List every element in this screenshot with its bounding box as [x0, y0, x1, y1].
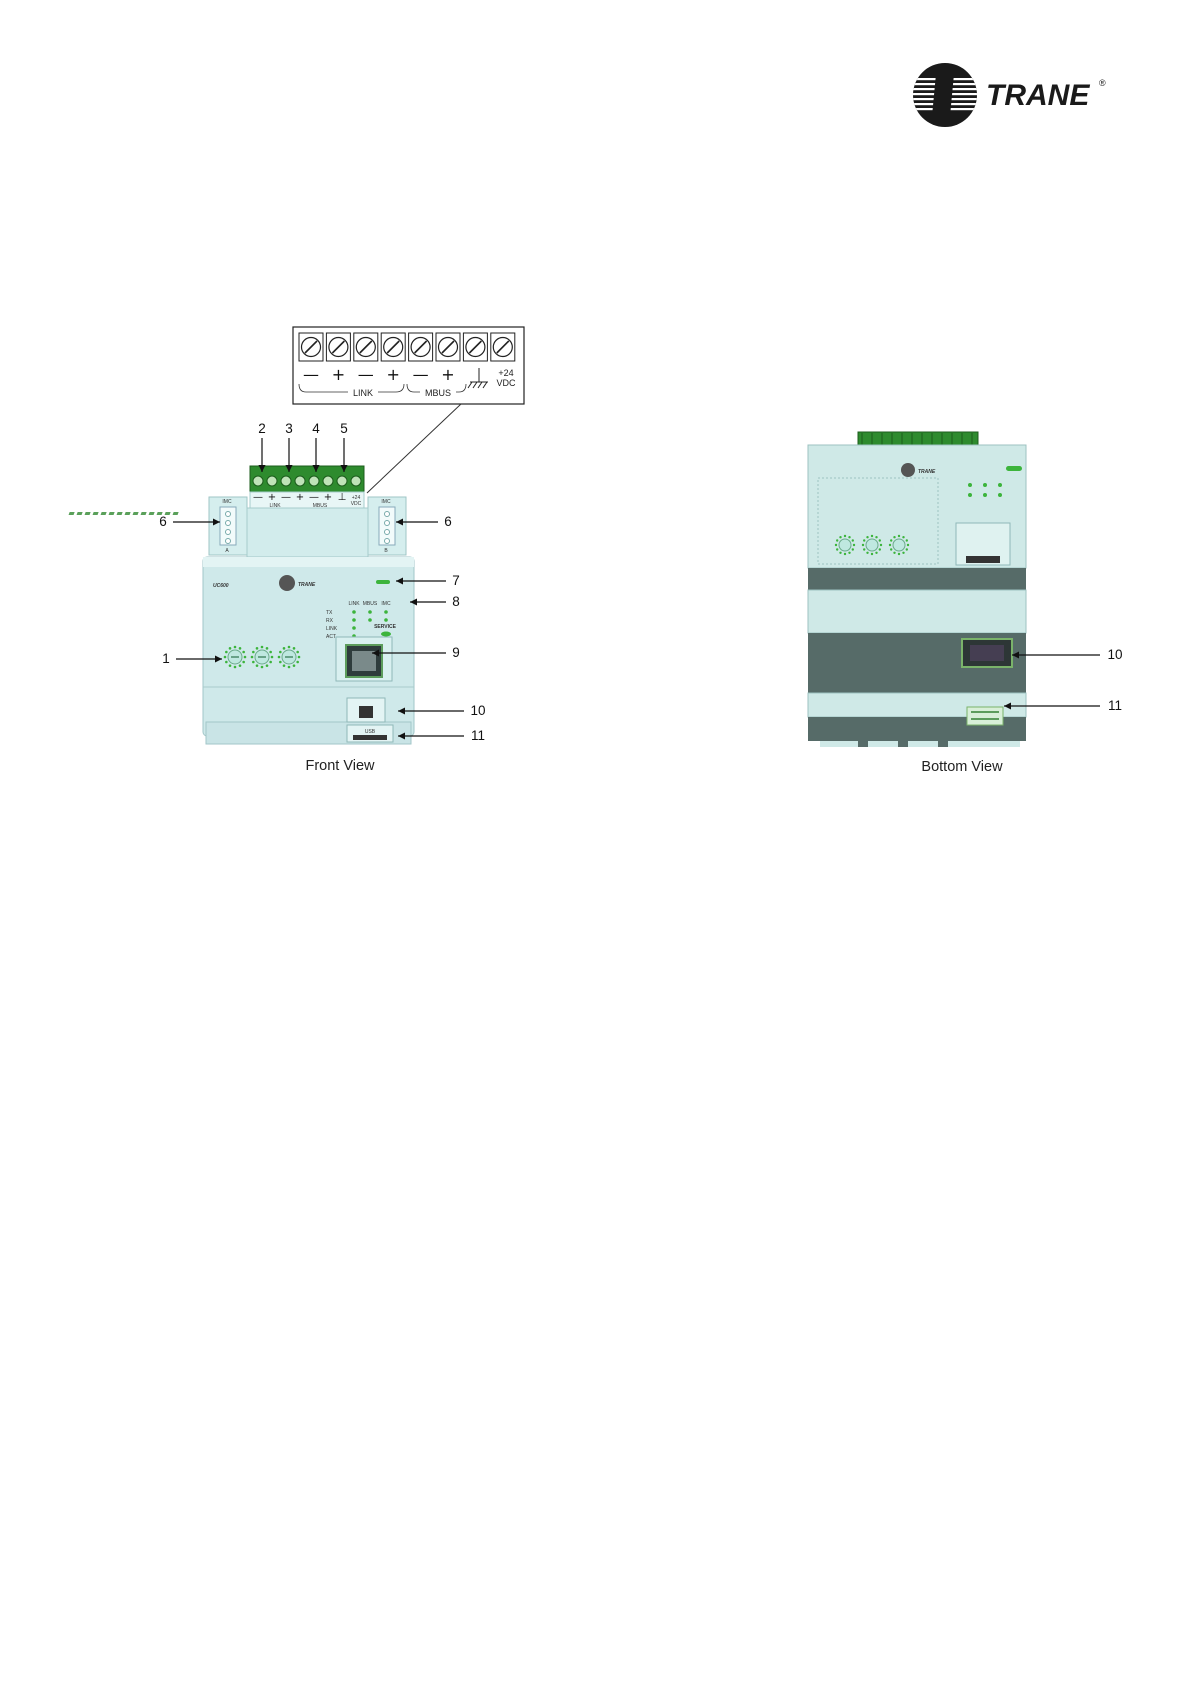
front-brand-text: TRANE — [298, 582, 316, 588]
port-10-socket — [359, 706, 373, 718]
bottom-view-caption: Bottom View — [921, 759, 1003, 775]
imc-label-b: IMC — [381, 499, 391, 505]
front-terminal-sign-1: — — [253, 492, 263, 503]
bottom-led — [983, 483, 987, 487]
front-view-caption: Front View — [305, 758, 375, 774]
led-indicator — [384, 610, 388, 614]
callout-arrow-3 — [286, 438, 293, 472]
front-terminal-sign-5: — — [309, 492, 319, 503]
front-terminal-sign-4: + — [296, 492, 304, 503]
callout-arrow-2 — [259, 438, 266, 472]
front-view-device: IMC IMC A B —+—+—+⊥ LINK MBUS +24 VDC TR… — [69, 466, 414, 744]
callout-label-7: 7 — [452, 573, 460, 588]
inset-leader-line — [367, 404, 461, 493]
usb-port-socket — [353, 735, 387, 740]
callout-arrow-5 — [341, 438, 348, 472]
led-indicator — [368, 618, 372, 622]
front-terminal-screw-5 — [309, 476, 319, 486]
led-row-label-1: TX — [326, 610, 333, 616]
inset-sign-4: + — [386, 365, 399, 384]
inset-vdc-bottom: VDC — [496, 378, 516, 388]
callout-label-9: 9 — [452, 645, 460, 660]
bottom-terminal-block — [858, 432, 978, 446]
inset-label-mbus: MBUS — [425, 388, 451, 398]
callout-label-8: 8 — [452, 594, 460, 609]
inset-sign-6: + — [441, 365, 454, 384]
bottom-mid-body — [808, 590, 1026, 633]
led-indicator — [352, 618, 356, 622]
led-column-labels: LINKMBUSIMC — [348, 601, 391, 607]
bottom-brand-text: TRANE — [918, 469, 936, 475]
front-terminal-vdc-label-bottom: VDC — [351, 501, 362, 507]
front-terminal-mbus-label: MBUS — [313, 503, 328, 509]
bottom-usb-port — [967, 707, 1003, 725]
callout-label-2: 2 — [258, 421, 266, 436]
front-terminal-sign-6: + — [324, 492, 332, 503]
bottom-callout-label-10: 10 — [1107, 647, 1122, 662]
bottom-led — [968, 493, 972, 497]
imc-label-a: IMC — [222, 499, 232, 505]
front-device-model: UC600 — [213, 583, 229, 589]
inset-sign-2: + — [332, 365, 345, 384]
bottom-status-led — [1006, 466, 1022, 471]
callout-label-6-left: 6 — [159, 514, 167, 529]
led-column-label-2: MBUS — [363, 601, 378, 607]
led-indicator — [352, 626, 356, 630]
bottom-view-device: TRANE — [808, 432, 1026, 747]
front-terminal-screw-8 — [351, 476, 361, 486]
bottom-led — [998, 493, 1002, 497]
front-terminal-screw-7 — [337, 476, 347, 486]
callout-arrow-1 — [176, 656, 222, 663]
callout-label-10: 10 — [470, 703, 485, 718]
bottom-dark-band-1 — [808, 568, 1026, 590]
inset-sign-3: — — [358, 365, 374, 384]
front-brand-badge — [279, 575, 295, 591]
status-led — [376, 580, 390, 584]
front-terminal-screw-4 — [295, 476, 305, 486]
led-indicator — [368, 610, 372, 614]
bottom-brand-badge — [901, 463, 915, 477]
front-terminal-sign-2: + — [268, 492, 276, 503]
led-indicator — [352, 610, 356, 614]
inset-vdc-top: +24 — [498, 368, 513, 378]
front-terminal-link-label: LINK — [269, 503, 281, 509]
callout-label-11: 11 — [471, 728, 485, 743]
service-led — [381, 632, 391, 637]
callout-arrow-6-right — [396, 519, 438, 526]
callout-label-3: 3 — [285, 421, 293, 436]
usb-label: USB — [365, 729, 376, 735]
inset-label-link: LINK — [353, 388, 373, 398]
led-column-label-1: LINK — [348, 601, 360, 607]
callout-arrow-8 — [410, 599, 446, 606]
bottom-led — [983, 493, 987, 497]
front-terminal-screw-3 — [281, 476, 291, 486]
led-row-label-2: RX — [326, 618, 334, 624]
callout-label-6-right: 6 — [444, 514, 452, 529]
led-row-label-3: LINK — [326, 626, 338, 632]
inset-sign-5: — — [413, 365, 429, 384]
front-terminal-screw-1 — [253, 476, 263, 486]
led-column-label-3: IMC — [381, 601, 391, 607]
front-terminal-sign-3: — — [281, 492, 291, 503]
service-label: SERVICE — [374, 624, 397, 630]
front-terminal-screw-6 — [323, 476, 333, 486]
bottom-callout-label-11: 11 — [1108, 698, 1122, 713]
callout-label-1: 1 — [162, 651, 170, 666]
bottom-led — [968, 483, 972, 487]
front-body-top-edge — [203, 557, 414, 567]
inset-sign-1: — — [303, 365, 319, 384]
bottom-led — [998, 483, 1002, 487]
callout-label-4: 4 — [312, 421, 320, 436]
led-indicator — [384, 618, 388, 622]
callout-label-5: 5 — [340, 421, 348, 436]
led-row-label-4: ACT — [326, 634, 336, 640]
front-terminal-screw-2 — [267, 476, 277, 486]
callout-arrow-4 — [313, 438, 320, 472]
front-terminal-sign-7: ⊥ — [338, 492, 347, 503]
front-upper-body — [247, 508, 368, 558]
